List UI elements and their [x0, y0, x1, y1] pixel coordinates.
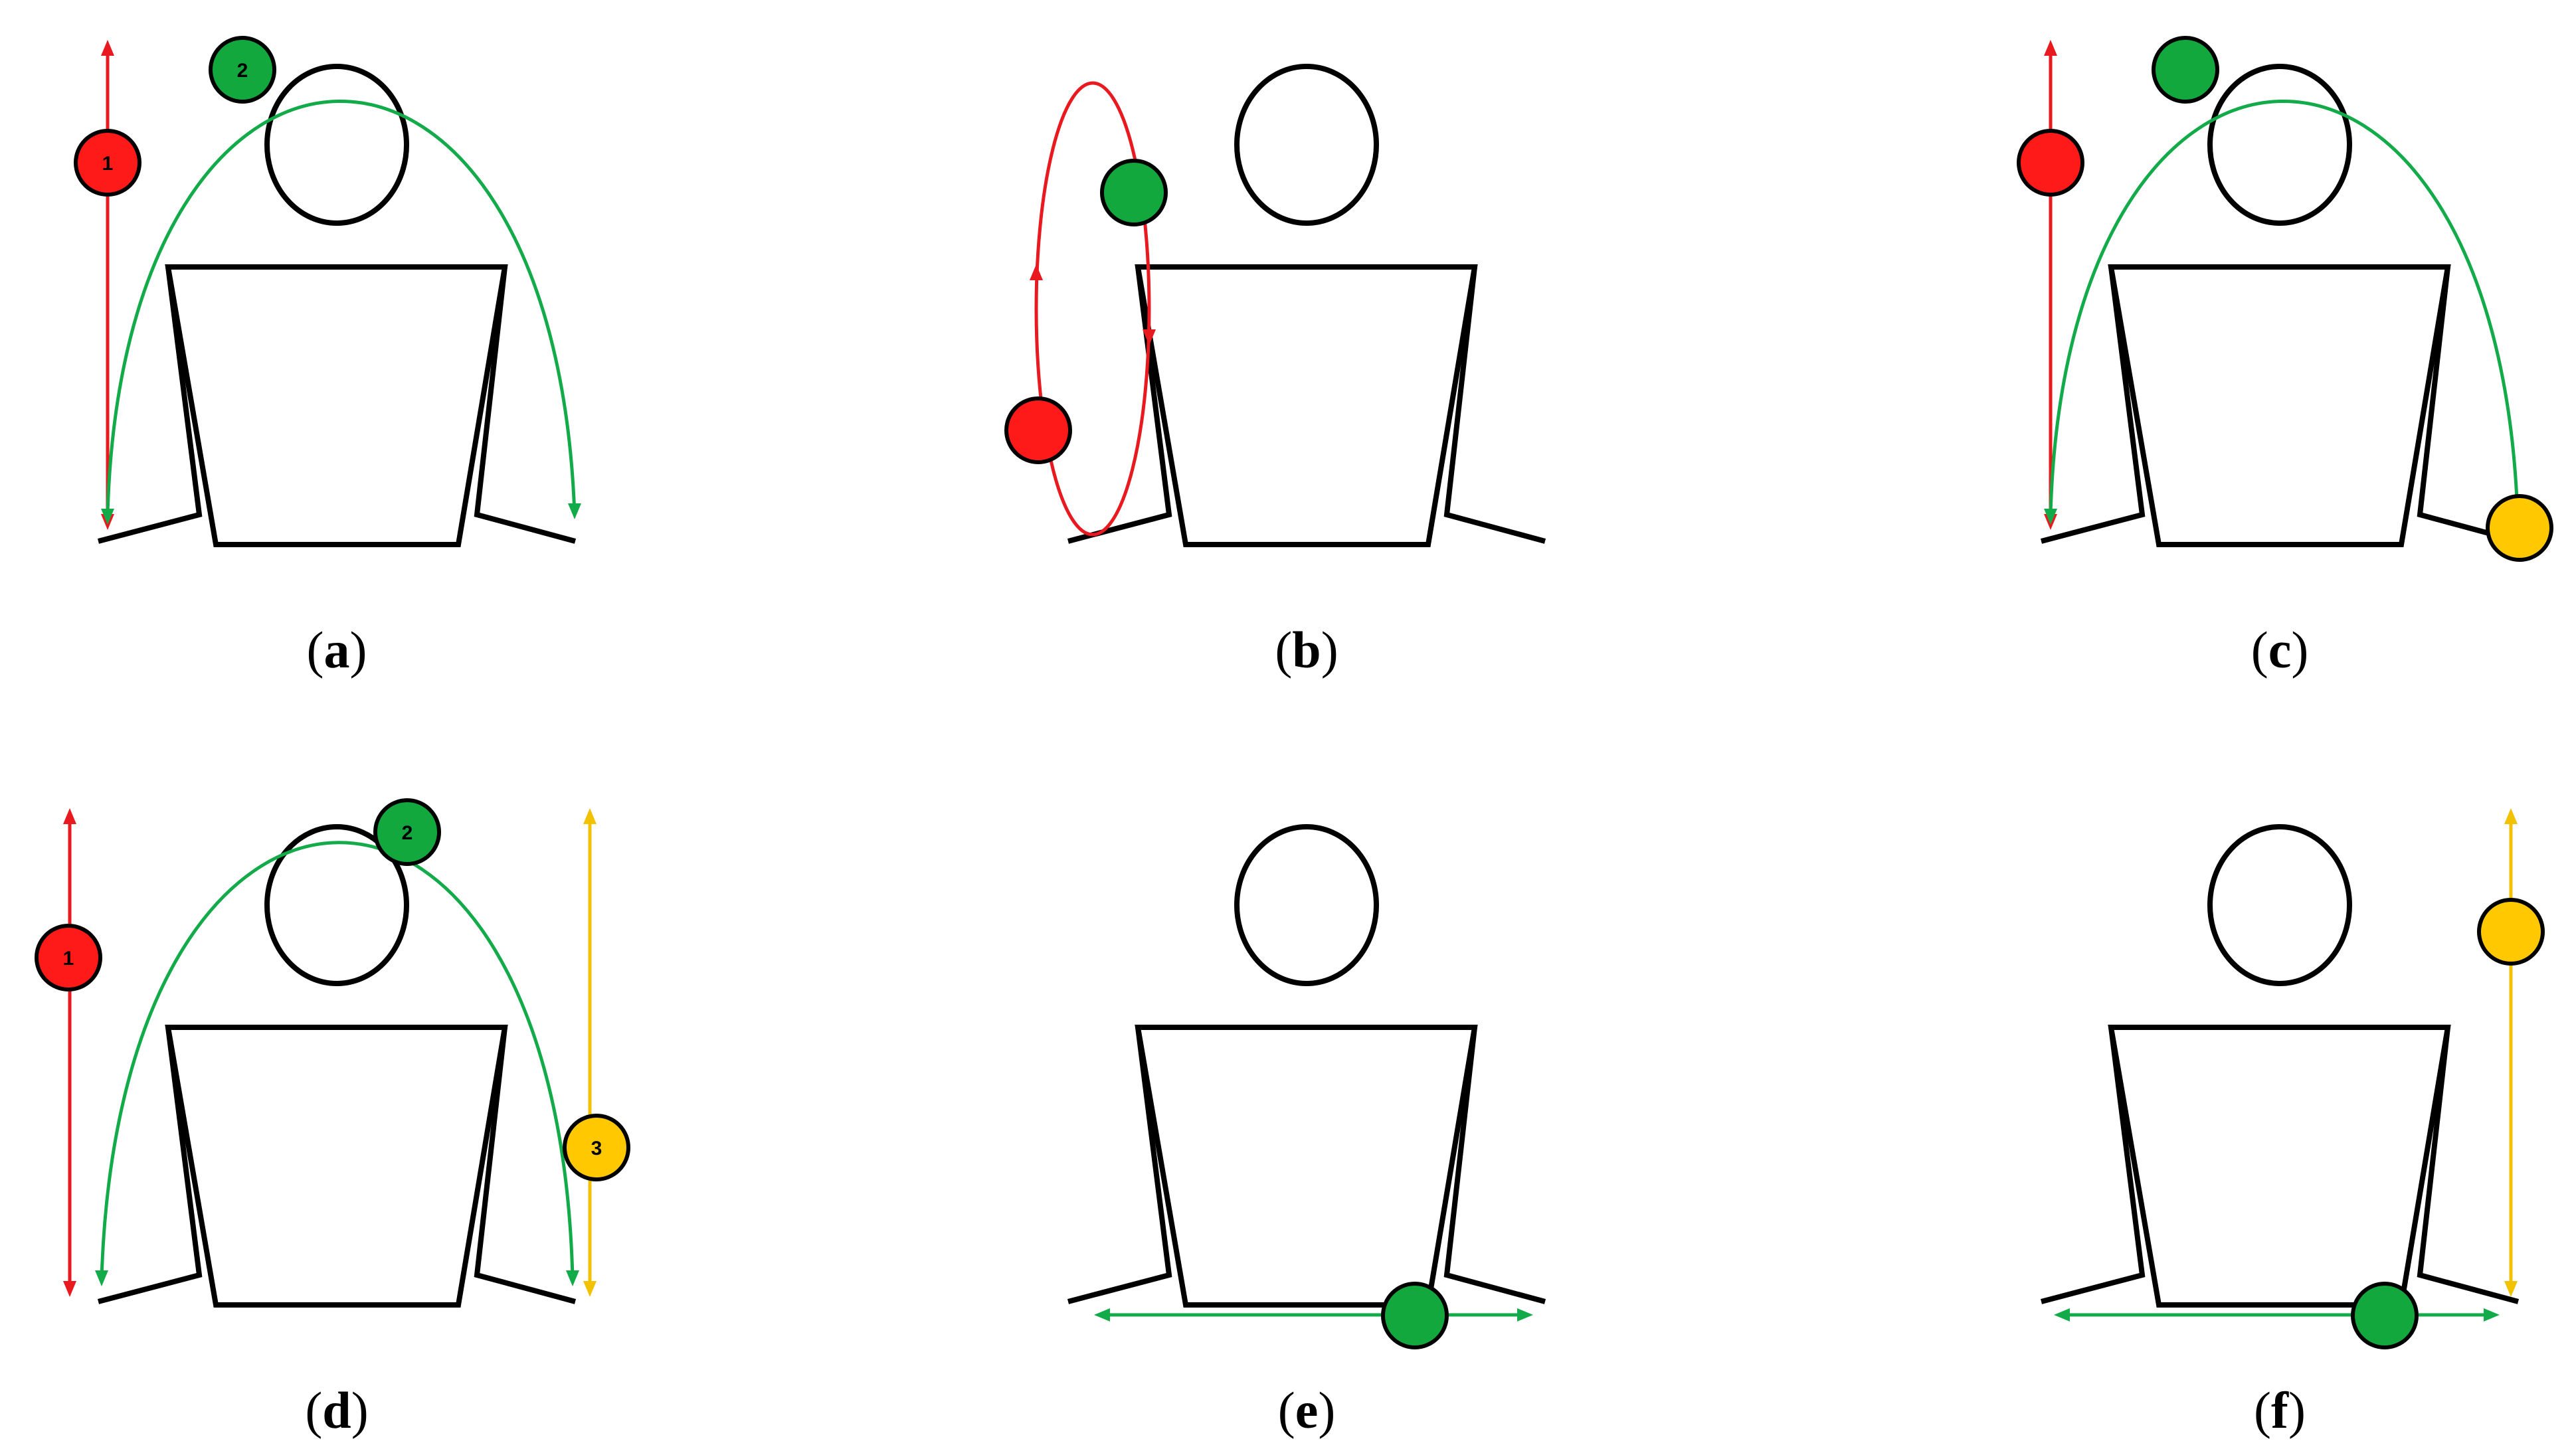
yellow-ball-label: 3 — [591, 1138, 602, 1159]
green-ball — [1381, 1282, 1449, 1349]
panel-caption: (e) — [1278, 1381, 1336, 1439]
juggler-figure — [98, 66, 575, 545]
green-ball — [2351, 1282, 2419, 1349]
green-ball-label: 2 — [402, 822, 413, 844]
panel-caption: (b) — [1275, 621, 1338, 679]
panel-e: (e) — [1068, 827, 1545, 1439]
panel-caption: (a) — [307, 621, 367, 679]
red-ball-label: 1 — [63, 948, 74, 970]
panel-caption: (f) — [2254, 1381, 2306, 1439]
green-ball — [1100, 159, 1168, 226]
yellow-ball: 3 — [563, 1114, 630, 1181]
juggler-figure — [2041, 827, 2518, 1305]
green-arc-path — [101, 100, 581, 525]
green-horizontal-path — [2054, 1308, 2500, 1322]
panel-b: (b) — [1004, 66, 1545, 679]
yellow-ball — [2477, 898, 2545, 966]
juggler-figure — [2041, 66, 2518, 545]
panel-c: (c) — [2017, 36, 2553, 679]
juggler-figure — [1068, 827, 1545, 1305]
yellow-ball — [2486, 494, 2553, 562]
panel-caption: (c) — [2251, 621, 2309, 679]
green-ball: 2 — [209, 36, 276, 104]
green-horizontal-path — [1094, 1308, 1533, 1322]
green-ball: 2 — [373, 798, 441, 866]
green-ball — [2152, 36, 2219, 104]
panel-caption: (d) — [305, 1381, 368, 1439]
red-loop-path — [1030, 81, 1156, 537]
green-arc-path — [2044, 100, 2520, 525]
red-ball: 1 — [74, 129, 141, 197]
juggler-figure — [98, 827, 575, 1305]
red-vertical-path — [63, 808, 76, 1297]
panel-f: (f) — [2041, 808, 2545, 1439]
red-ball-label: 1 — [102, 153, 114, 175]
panel-a: 1 2 (a) — [74, 36, 581, 679]
green-ball-label: 2 — [237, 60, 248, 82]
yellow-vertical-path — [2504, 808, 2518, 1297]
red-ball — [1004, 396, 1072, 464]
red-ball — [2017, 129, 2084, 197]
juggler-figure — [1068, 66, 1545, 545]
green-arc-path — [95, 841, 579, 1286]
yellow-vertical-path — [583, 808, 597, 1297]
panel-d: 1 2 3 (d) — [35, 798, 630, 1439]
red-ball: 1 — [35, 924, 102, 991]
